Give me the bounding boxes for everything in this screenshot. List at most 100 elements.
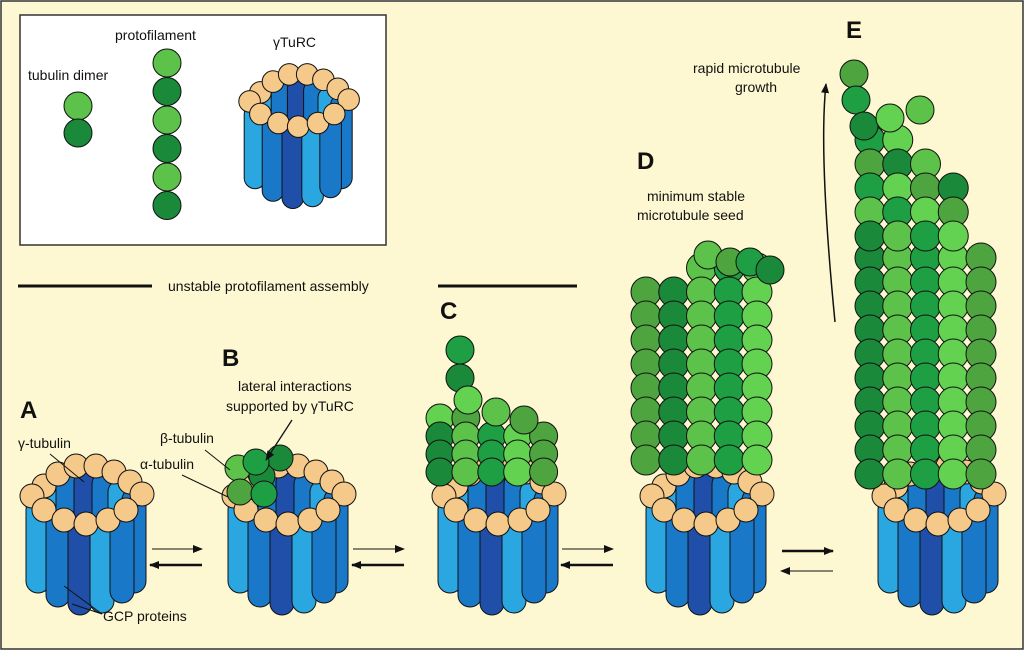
tubulin-subunit: [841, 85, 871, 115]
lateral-interactions-line1: lateral interactions: [238, 378, 352, 394]
lattice-tubulin-subunit: [882, 220, 914, 252]
gamma-tubulin-subunit: [733, 497, 759, 523]
beta-tubulin-subunit: [63, 118, 93, 148]
lattice-tubulin-subunit: [713, 444, 745, 476]
lattice-tubulin-subunit: [854, 220, 886, 252]
lattice-tubulin-subunit: [658, 444, 690, 476]
lattice-tubulin-subunit: [854, 458, 886, 490]
gamma-tubulin-subunit: [51, 507, 77, 533]
gamma-tubulin-subunit: [965, 497, 991, 523]
tubulin-subunit: [481, 397, 511, 427]
lateral-interactions-arrow: [265, 419, 293, 461]
protofilament-subunit: [152, 48, 182, 78]
stage-e-letter: E: [846, 17, 862, 44]
stage-d-stable-seed: [630, 240, 785, 616]
lattice-tubulin-subunit: [686, 444, 717, 476]
stage-c-partial-assembly: [425, 335, 567, 616]
tubulin-subunit: [905, 95, 935, 125]
stage-b-turc-with-dimers: [221, 444, 357, 616]
rapid-growth-line2: growth: [735, 79, 777, 95]
tubulin-subunit: [242, 448, 270, 476]
tubulin-dimer-label: tubulin dimer: [28, 67, 108, 83]
equilibrium-arrows-c-d: [560, 545, 614, 569]
beta-tubulin-label: β-tubulin: [160, 430, 214, 446]
gamma-tubulin-subunit: [463, 507, 489, 533]
lattice-tubulin-subunit: [425, 457, 455, 487]
gamma-tubulin-subunit: [331, 481, 357, 507]
gamma-tubulin-subunit: [671, 507, 697, 533]
gcp-proteins-label: GCP proteins: [103, 608, 187, 624]
lateral-interactions-line2: supported by γTuRC: [226, 398, 354, 414]
gamma-tubulin-subunit: [275, 511, 301, 537]
lattice-tubulin-subunit: [503, 457, 533, 487]
gamma-tubulin-subunit: [322, 102, 346, 126]
lattice-tubulin-subunit: [910, 220, 941, 252]
equilibrium-arrows-d-e: [780, 547, 834, 575]
lattice-tubulin-subunit: [741, 444, 773, 476]
stage-a-turc: [19, 453, 155, 616]
stage-c-letter: C: [440, 298, 457, 325]
protofilament-subunit: [152, 77, 182, 106]
lattice-tubulin-subunit: [529, 457, 559, 487]
tubulin-subunit: [445, 335, 475, 365]
stage-e-growing-microtubule: [839, 59, 1007, 616]
gamma-tubulin-subunit: [253, 507, 279, 533]
stage-d-letter: D: [637, 148, 654, 175]
beta-tubulin-pointer: [204, 449, 231, 471]
lattice-tubulin-subunit: [451, 457, 481, 487]
gamma-tubulin-subunit: [651, 497, 677, 523]
stable-seed-line1: minimum stable: [647, 188, 745, 204]
gamma-tubulin-subunit: [443, 497, 469, 523]
stage-a-letter: A: [20, 397, 37, 424]
gamma-tubulin-subunit: [925, 511, 951, 537]
lattice-tubulin-subunit: [937, 220, 969, 252]
protofilament-subunit: [152, 162, 182, 192]
gamma-tubulin-label: γ-tubulin: [18, 435, 71, 451]
protofilament-label: protofilament: [115, 27, 196, 43]
gamma-turc-label: γTuRC: [273, 34, 316, 50]
phase-label: unstable protofilament assembly: [168, 278, 369, 294]
alpha-tubulin-subunit: [63, 91, 93, 121]
alpha-tubulin-pointer: [181, 474, 229, 498]
tubulin-subunit: [226, 478, 254, 506]
tubulin-subunit: [875, 103, 905, 133]
lattice-tubulin-subunit: [910, 458, 941, 490]
lattice-tubulin-subunit: [965, 458, 997, 490]
gamma-tubulin-subunit: [485, 511, 511, 537]
protofilament-illustration: [152, 48, 182, 220]
tubulin-dimer-illustration: [63, 91, 93, 148]
lattice-tubulin-subunit: [882, 458, 914, 490]
tubulin-subunit: [755, 255, 785, 285]
gamma-tubulin-subunit: [113, 497, 139, 523]
rapid-growth-arrow: [821, 83, 836, 323]
gamma-tubulin-subunit: [73, 511, 99, 537]
rapid-growth-line1: rapid microtubule: [693, 60, 801, 76]
gamma-tubulin-subunit: [903, 507, 929, 533]
lattice-tubulin-subunit: [630, 444, 662, 476]
gamma-tubulin-subunit: [525, 497, 551, 523]
tubulin-subunit: [509, 405, 539, 435]
lattice-tubulin-subunit: [937, 458, 969, 490]
equilibrium-arrows-b-c: [351, 545, 405, 569]
stable-seed-line2: microtubule seed: [637, 207, 744, 223]
gamma-tubulin-subunit: [286, 115, 310, 138]
protofilament-subunit: [152, 191, 182, 220]
equilibrium-arrows-a-b: [149, 545, 203, 569]
gamma-tubulin-subunit: [693, 511, 719, 537]
gamma-tubulin-subunit: [129, 481, 155, 507]
gcp-pointer-1: [71, 603, 103, 615]
gamma-tubulin-subunit: [749, 481, 775, 507]
gamma-tubulin-subunit: [337, 88, 360, 111]
stage-b-letter: B: [222, 345, 239, 372]
gamma-tubulin-subunit: [883, 497, 909, 523]
protofilament-subunit: [152, 134, 182, 163]
tubulin-subunit: [849, 111, 879, 141]
gcp-pointer-2: [63, 585, 103, 615]
tubulin-subunit: [266, 444, 294, 472]
gamma-tubulin-subunit: [315, 497, 341, 523]
lattice-tubulin-subunit: [477, 457, 507, 487]
gamma-tubulin-pointer: [49, 453, 85, 483]
gamma-turc-illustration: [238, 63, 360, 209]
